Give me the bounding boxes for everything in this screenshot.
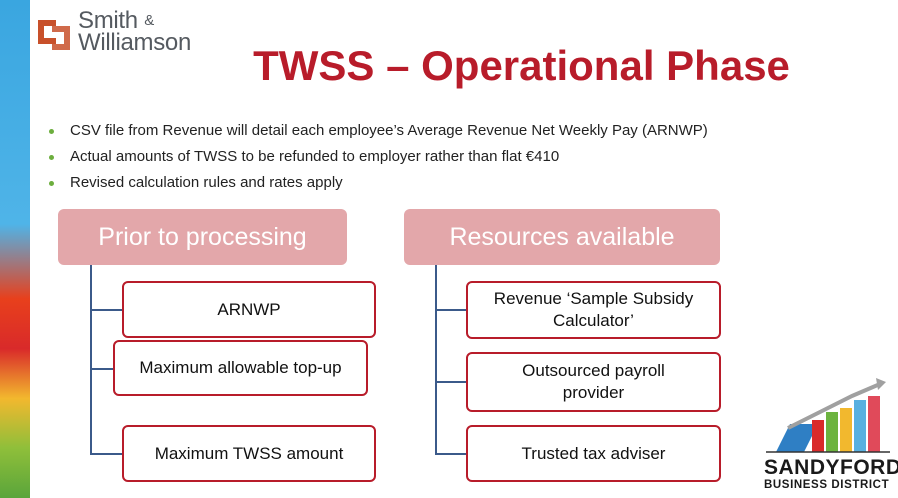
left-connector-branch [90, 368, 114, 370]
sandyford-name: SANDYFORD [764, 456, 898, 479]
right-connector-branch [435, 381, 466, 383]
logo-wordmark: Smith & Williamson [78, 7, 192, 56]
left-item-max-topup: Maximum allowable top-up [113, 340, 368, 396]
logo-mark-icon [38, 20, 70, 50]
bullet-dot-icon [49, 155, 54, 160]
slide-title: TWSS – Operational Phase [253, 42, 790, 89]
left-connector-vertical [90, 265, 92, 454]
left-item-max-twss: Maximum TWSS amount [122, 425, 376, 482]
left-color-bar [0, 0, 30, 498]
right-connector-branch [435, 309, 466, 311]
bullet-item: Actual amounts of TWSS to be refunded to… [48, 144, 708, 170]
sandyford-subtitle: BUSINESS DISTRICT [764, 479, 890, 491]
right-item-tax-adviser: Trusted tax adviser [466, 425, 721, 482]
logo-line1: Smith [78, 7, 138, 34]
bullet-list: CSV file from Revenue will detail each e… [48, 118, 708, 196]
left-item-arnwp: ARNWP [122, 281, 376, 338]
right-connector-branch [435, 453, 466, 455]
smith-williamson-logo: Smith & Williamson [34, 6, 224, 58]
sandyford-logo: SANDYFORD BUSINESS DISTRICT [760, 378, 898, 498]
bullet-text: Actual amounts of TWSS to be refunded to… [70, 148, 560, 165]
bullet-text: Revised calculation rules and rates appl… [70, 174, 343, 191]
bullet-item: Revised calculation rules and rates appl… [48, 170, 708, 196]
logo-line2: Williamson [78, 29, 192, 56]
left-connector-branch [90, 453, 123, 455]
bullet-item: CSV file from Revenue will detail each e… [48, 118, 708, 144]
bullet-dot-icon [49, 129, 54, 134]
right-connector-vertical [435, 265, 437, 454]
logo-amp: & [144, 12, 154, 29]
bullet-dot-icon [49, 181, 54, 186]
left-connector-branch [90, 309, 123, 311]
right-item-sample-calculator: Revenue ‘Sample Subsidy Calculator’ [466, 281, 721, 339]
right-header-box: Resources available [404, 209, 720, 265]
bullet-text: CSV file from Revenue will detail each e… [70, 122, 708, 139]
right-item-payroll-provider: Outsourced payroll provider [466, 352, 721, 412]
skyline-icon [766, 378, 890, 453]
left-header-box: Prior to processing [58, 209, 347, 265]
